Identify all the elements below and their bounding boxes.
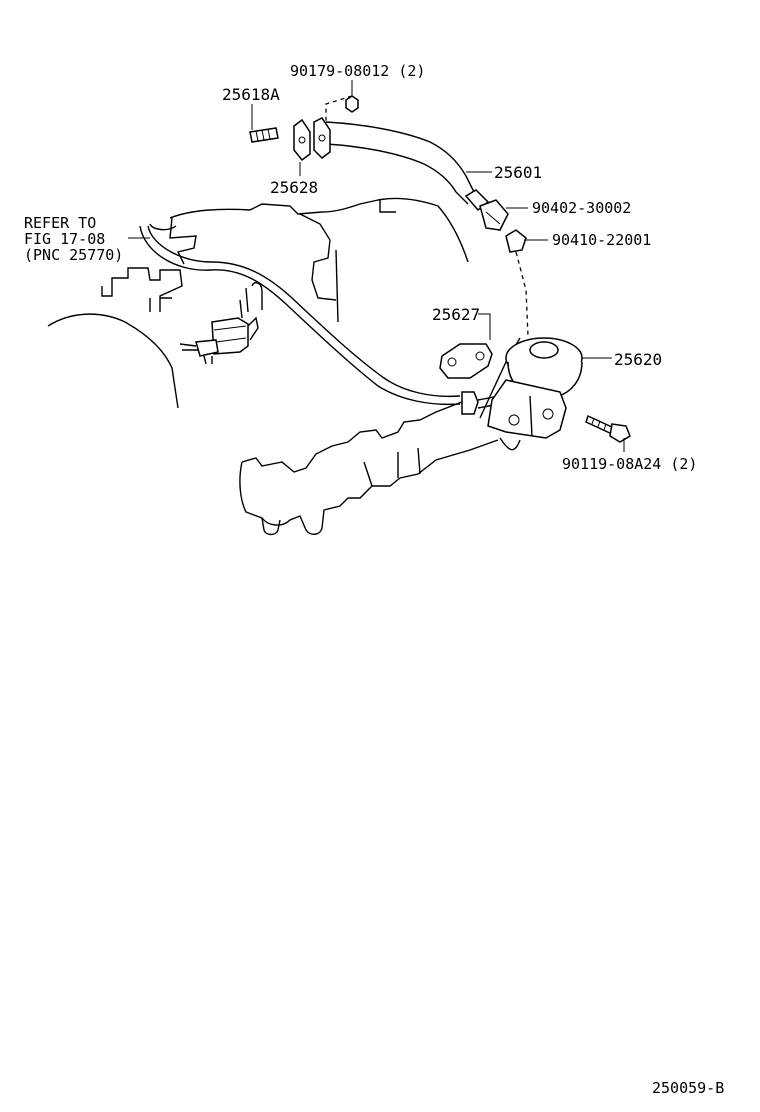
figure-code: 250059-B [652, 1079, 724, 1097]
part-labels: 90179-08012 (2) 25618A 25601 25628 90402… [24, 62, 724, 1097]
leader-lines [128, 80, 625, 452]
intake-manifold [239, 337, 521, 536]
egr-valve [487, 337, 583, 439]
union-gasket [505, 229, 529, 337]
label-90119-08a24: 90119-08A24 (2) [562, 455, 697, 473]
label-25601: 25601 [494, 163, 542, 182]
flange-bolt [585, 414, 631, 443]
label-25620: 25620 [614, 350, 662, 369]
gasket [293, 118, 311, 162]
egr-gasket [439, 343, 493, 379]
label-90410-22001: 90410-22001 [552, 231, 651, 249]
label-refer-to-line3: (PNC 25770) [24, 246, 123, 264]
engine-outline [47, 197, 469, 409]
label-25618a: 25618A [222, 85, 280, 104]
nut [325, 95, 359, 124]
label-90179-08012: 90179-08012 (2) [290, 62, 425, 80]
label-25627: 25627 [432, 305, 480, 324]
label-refer-to-line2: FIG 17-08 [24, 230, 105, 248]
egr-pipe [313, 117, 490, 212]
label-90402-30002: 90402-30002 [532, 199, 631, 217]
vsv-valve [179, 299, 259, 365]
stud-bolt [249, 127, 279, 143]
label-refer-to-line1: REFER TO [24, 214, 96, 232]
label-25628: 25628 [270, 178, 318, 197]
union-fitting [479, 199, 509, 231]
